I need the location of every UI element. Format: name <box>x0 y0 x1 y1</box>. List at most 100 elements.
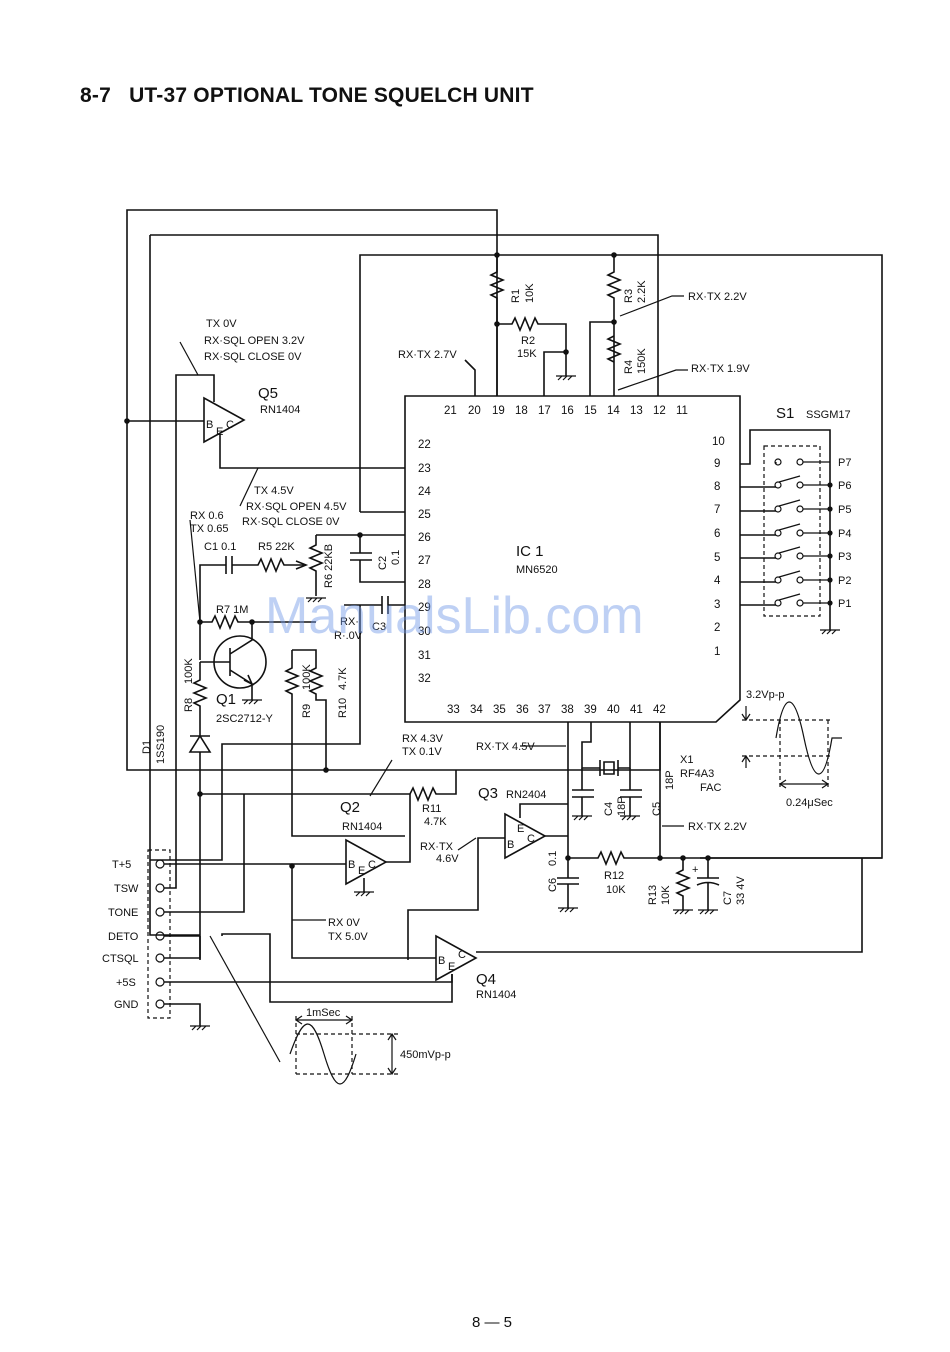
section-number: 8-7 <box>80 84 111 107</box>
conn-deto: DETO <box>108 931 139 943</box>
c5-label: C5 <box>651 802 663 816</box>
r4-label: R4 <box>623 360 635 374</box>
conn-gnd: GND <box>114 999 139 1011</box>
s1-p4: P4 <box>838 528 851 540</box>
rxtx-2v7-label: RX·TX 2.7V <box>398 349 457 361</box>
osc-amp: 3.2Vp-p <box>746 689 785 701</box>
pin-39: 39 <box>584 704 597 716</box>
ic1-chip: IC 1 MN6520 <box>404 395 741 723</box>
r12-label: R12 <box>604 870 624 882</box>
conn-tsw: TSW <box>114 883 139 895</box>
q3-c: C <box>527 833 535 845</box>
pin-36: 36 <box>516 704 529 716</box>
x1-value: RF4A3 <box>680 768 714 780</box>
ic1-ref: IC 1 <box>516 543 544 560</box>
s1-switch: S1 SSGM17 P7 P6 P5 P4 P3 P2 P1 <box>740 405 851 635</box>
r7-label: R7 1M <box>216 604 248 616</box>
pin-17: 17 <box>538 405 551 417</box>
p25-open-v: RX·SQL OPEN 4.5V <box>246 501 347 513</box>
pin-9: 9 <box>714 458 720 470</box>
pin-20: 20 <box>468 405 481 417</box>
pin-7: 7 <box>714 504 720 516</box>
ic1-top-pins: 21 20 19 18 17 16 15 14 13 12 11 <box>444 405 688 417</box>
r8-value: 100K <box>183 658 195 684</box>
r9-value: 100K <box>301 664 313 690</box>
q5-part: RN1404 <box>260 404 300 416</box>
p25-close-v: RX·SQL CLOSE 0V <box>242 516 340 528</box>
s1-p3: P3 <box>838 551 851 563</box>
pin-26: 26 <box>418 532 431 544</box>
crystal-network: C4 18P C5 18P X1 RF4A3 FAC <box>572 722 721 821</box>
conn-t5: T+5 <box>112 859 131 871</box>
c2-label: C2 <box>377 556 389 570</box>
q3-transistor: B E C Q3 RN2404 RX·TX 4.6V <box>407 785 568 960</box>
q1-transistor: Q1 2SC2712-Y R7 1M RX 0.6 TX 0.65 <box>189 510 316 725</box>
q5-e: E <box>216 426 223 438</box>
pin-35: 35 <box>493 704 506 716</box>
q4-e: E <box>448 961 455 973</box>
q3-e: E <box>517 823 524 835</box>
tone-waveform: 1mSec 450mVp-p <box>289 1007 451 1085</box>
conn-ctsql: CTSQL <box>102 953 139 965</box>
q5-close-v: RX·SQL CLOSE 0V <box>204 351 302 363</box>
rxtx-4v5-label: RX·TX 4.5V <box>476 741 535 753</box>
s1-ref: S1 <box>776 405 794 422</box>
pin-40: 40 <box>607 704 620 716</box>
c6-value: 0.1 <box>547 851 559 866</box>
r8-label: R8 <box>183 698 195 712</box>
r11-label: R11 <box>422 803 441 815</box>
r10-value: 4.7K <box>337 667 349 690</box>
q3-part: RN2404 <box>506 789 546 801</box>
partial-rx: RX· <box>340 616 359 628</box>
output-network: RX·TX 4.5V C6 0.1 R12 10K R13 10K + C7 3… <box>476 722 882 915</box>
r4-value: 150K <box>636 348 648 374</box>
pin-30: 30 <box>418 626 431 638</box>
r1-label: R1 <box>510 289 522 303</box>
pin-25-voltages: TX 4.5V RX·SQL OPEN 4.5V RX·SQL CLOSE 0V <box>239 467 347 528</box>
partial-v: R·.0V <box>334 630 363 642</box>
q4-transistor: B E C Q4 RN1404 RX 0V TX 5.0V <box>221 858 863 1003</box>
rxtx-1v9-label: RX·TX 1.9V <box>691 363 750 375</box>
pin-19: 19 <box>492 405 505 417</box>
r1-value: 10K <box>524 283 536 303</box>
r3-value: 2.2K <box>636 280 648 303</box>
r13-value: 10K <box>660 885 672 905</box>
pin-8: 8 <box>714 481 720 493</box>
q5-tx-v: TX 0V <box>206 318 237 330</box>
ic1-bottom-pins: 33 34 35 36 37 38 39 40 41 42 <box>447 704 666 716</box>
pin-13: 13 <box>630 405 643 417</box>
q4-c: C <box>458 949 466 961</box>
r9-label: R9 <box>301 704 313 718</box>
c5-value: 18P <box>664 770 676 790</box>
pin-12: 12 <box>653 405 666 417</box>
q2-part: RN1404 <box>342 821 382 833</box>
r2-label: R2 <box>521 335 535 347</box>
ic1-right-pins: 10 9 8 7 6 5 4 3 2 1 <box>712 436 725 658</box>
s1-p7: P7 <box>838 457 851 469</box>
q2-b: B <box>348 859 355 871</box>
r10-label: R10 <box>337 698 349 718</box>
rxtx-2v2-label: RX·TX 2.2V <box>688 291 747 303</box>
oscillator-waveform: 3.2Vp-p 0.24μSec <box>741 689 842 809</box>
pin-29: 29 <box>418 602 431 614</box>
conn-tone: TONE <box>108 907 138 919</box>
c7-label: C7 <box>722 891 734 905</box>
pin-2: 2 <box>714 622 720 634</box>
conn-5s: +5S <box>116 977 136 989</box>
r11-value: 4.7K <box>424 816 447 828</box>
ic1-left-pins: 22 23 24 25 26 27 28 29 30 31 32 <box>418 439 431 685</box>
s1-p6: P6 <box>838 480 851 492</box>
c1-label: C1 0.1 <box>204 541 236 553</box>
q2-tx-v: TX 0.1V <box>402 746 442 758</box>
p25-tx-v: TX 4.5V <box>254 485 294 497</box>
s1-p2: P2 <box>838 575 851 587</box>
c1-r5-r6: C1 0.1 R5 22K R6 22KB C2 0.1 C3 RX· R·.0… <box>199 532 405 660</box>
pin-37: 37 <box>538 704 551 716</box>
q3-ref: Q3 <box>478 785 498 802</box>
pin-11: 11 <box>676 405 688 417</box>
d1-label: D1 <box>141 740 153 754</box>
s1-p5: P5 <box>838 504 851 516</box>
q5-c: C <box>226 419 234 431</box>
pin-4: 4 <box>714 575 721 587</box>
pin-22: 22 <box>418 439 431 451</box>
